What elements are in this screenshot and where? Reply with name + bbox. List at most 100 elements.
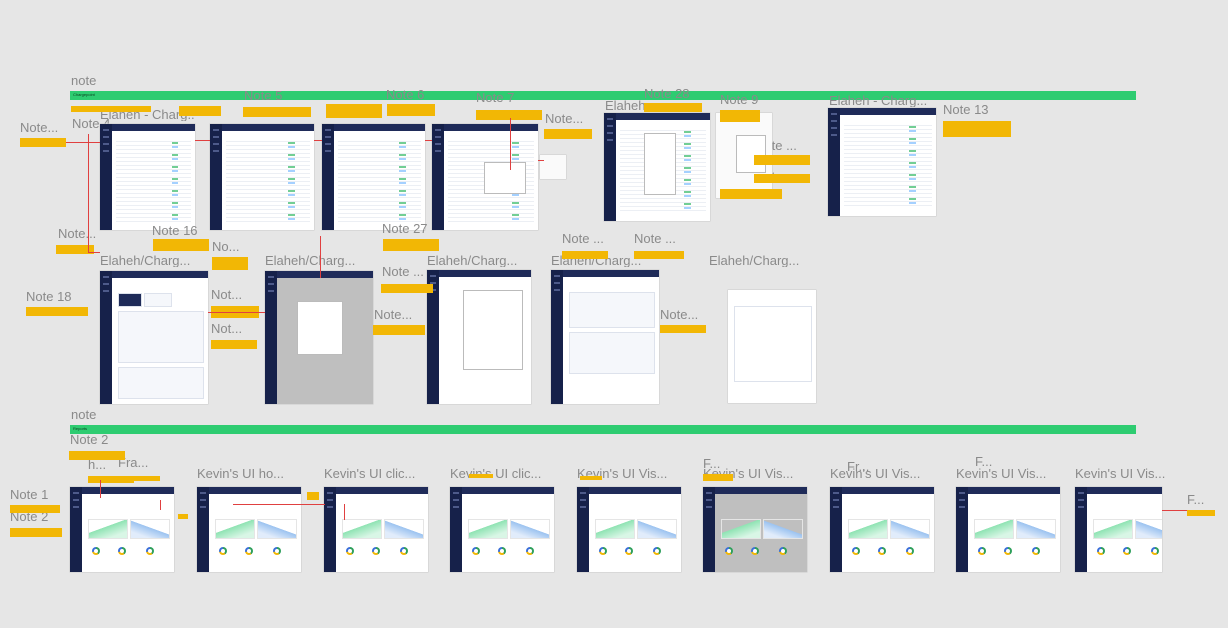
frame-label[interactable]: Note 5 <box>244 89 283 102</box>
frame-label[interactable]: Elaheh/Charg... <box>265 254 356 267</box>
section-band-chargepoint[interactable]: Chargepoint <box>70 91 1136 100</box>
frame-label[interactable]: Note... <box>660 308 699 321</box>
sticky-note[interactable] <box>381 284 433 293</box>
sticky-note[interactable] <box>88 476 134 483</box>
frame-label[interactable]: Fra... <box>118 456 149 469</box>
screen-reports-dashboard[interactable] <box>450 487 554 572</box>
sticky-note[interactable] <box>580 476 602 480</box>
sticky-note[interactable] <box>943 121 1011 137</box>
sticky-note[interactable] <box>118 476 160 481</box>
frame-label[interactable]: Note ... <box>562 232 604 245</box>
screen-reports-dashboard[interactable] <box>70 487 174 572</box>
frame-label[interactable]: No... <box>212 240 240 253</box>
screen-chargepoint-filter[interactable] <box>432 124 538 230</box>
frame-label[interactable]: F... <box>975 455 993 468</box>
screen-chargepoint-list[interactable] <box>210 124 314 230</box>
frame-label[interactable]: Not... <box>211 288 243 301</box>
sticky-note[interactable] <box>26 307 88 316</box>
screen-reports-dashboard[interactable] <box>324 487 428 572</box>
frame-label[interactable]: Fr... <box>847 460 870 473</box>
frame-label[interactable]: Elaheh/Charg... <box>100 254 191 267</box>
frame-label[interactable]: Elaheh/Charg... <box>709 254 800 267</box>
screen-chargepoint-detail[interactable] <box>551 270 659 404</box>
sticky-note[interactable] <box>243 107 311 117</box>
frame-label[interactable]: Note... <box>58 227 97 240</box>
section-band-reports[interactable]: Reports <box>70 425 1136 434</box>
frame-label[interactable]: F... <box>703 457 721 470</box>
frame-label[interactable]: Note 13 <box>943 103 989 116</box>
frame-label[interactable]: h... <box>88 458 107 471</box>
frame-label[interactable]: Note... <box>545 112 584 125</box>
screen-detail-modal[interactable] <box>265 271 373 404</box>
screen-reports-dashboard[interactable] <box>703 487 807 572</box>
sticky-note[interactable] <box>56 245 94 254</box>
frame-label[interactable]: F... <box>1187 493 1205 506</box>
frame-label[interactable]: Kevin's UI Vis... <box>830 467 921 480</box>
sticky-note[interactable] <box>634 251 684 259</box>
frame-label[interactable]: Note 16 <box>152 224 198 237</box>
frame-label[interactable]: Note ... <box>634 232 676 245</box>
frame-label[interactable]: Note 28 <box>644 87 690 100</box>
frame-label[interactable]: Kevin's UI clic... <box>450 467 542 480</box>
sticky-note[interactable] <box>387 104 435 116</box>
sticky-note[interactable] <box>720 110 760 122</box>
sticky-note[interactable] <box>153 239 209 251</box>
screen-reports-dashboard[interactable] <box>830 487 934 572</box>
frame-label[interactable]: Note 9 <box>720 93 759 106</box>
frame-label[interactable]: Note... <box>374 308 413 321</box>
frame-label[interactable]: Note 6 <box>386 88 425 101</box>
sticky-note[interactable] <box>10 528 62 537</box>
screen-reports-dashboard[interactable] <box>197 487 301 572</box>
frame-label[interactable]: Note 27 <box>382 222 428 235</box>
frame-label[interactable]: Kevin's UI Vis... <box>956 467 1047 480</box>
frame-label[interactable]: Note 1 <box>10 488 49 501</box>
sticky-note[interactable] <box>544 129 592 139</box>
screen-chargepoint-list[interactable] <box>322 124 425 230</box>
screen-chargepoint-final[interactable] <box>828 108 936 216</box>
frame-label[interactable]: Note 7 <box>476 91 515 104</box>
frame-label[interactable]: Not... <box>211 322 243 335</box>
sticky-note[interactable] <box>69 451 125 460</box>
frame-label[interactable]: Kevin's UI clic... <box>324 467 416 480</box>
frame-label[interactable]: Note 18 <box>26 290 72 303</box>
sticky-note[interactable] <box>644 103 702 112</box>
frame-label[interactable]: Kevin's UI ho... <box>197 467 285 480</box>
sticky-note[interactable] <box>178 514 188 519</box>
screen-export-report[interactable] <box>728 290 816 403</box>
sticky-note[interactable] <box>703 474 733 481</box>
sticky-note[interactable] <box>10 505 60 513</box>
sticky-note[interactable] <box>562 251 608 259</box>
sticky-note[interactable] <box>212 257 248 270</box>
frame-label[interactable]: Note... <box>20 121 59 134</box>
screen-chargepoint-detail[interactable] <box>100 271 208 404</box>
sticky-note[interactable] <box>1187 510 1215 516</box>
frame-label[interactable]: Elaheh/Charg... <box>427 254 518 267</box>
sticky-note[interactable] <box>754 174 810 183</box>
sticky-note[interactable] <box>20 138 66 147</box>
screen-reports-dashboard[interactable] <box>577 487 681 572</box>
sticky-note[interactable] <box>71 106 151 112</box>
sticky-note[interactable] <box>383 239 439 251</box>
sticky-note[interactable] <box>211 340 257 349</box>
screen-chargepoint-column-menu[interactable] <box>604 113 710 221</box>
screen-chargepoint-list[interactable] <box>100 124 195 230</box>
sticky-note[interactable] <box>373 325 425 335</box>
screen-edit-form[interactable] <box>427 270 531 404</box>
sticky-note[interactable] <box>307 492 319 500</box>
screen-reports-dashboard[interactable] <box>1075 487 1162 572</box>
date-picker-popover[interactable] <box>540 155 566 179</box>
frame-label[interactable]: Note 2 <box>10 510 49 523</box>
sticky-note[interactable] <box>326 104 382 118</box>
sticky-note[interactable] <box>754 155 810 165</box>
sticky-note[interactable] <box>660 325 706 333</box>
frame-label[interactable]: Elaheh - Charg... <box>829 94 928 107</box>
frame-label[interactable]: Kevin's UI Vis... <box>1075 467 1166 480</box>
sticky-note[interactable] <box>720 189 782 199</box>
sticky-note[interactable] <box>476 110 542 120</box>
sticky-note[interactable] <box>469 474 493 478</box>
sticky-note[interactable] <box>179 106 221 116</box>
frame-label[interactable]: Note ... <box>382 265 424 278</box>
frame-label[interactable]: Note 2 <box>70 433 109 446</box>
screen-reports-dashboard[interactable] <box>956 487 1060 572</box>
frame-label[interactable]: Elaheh - <box>605 99 654 112</box>
